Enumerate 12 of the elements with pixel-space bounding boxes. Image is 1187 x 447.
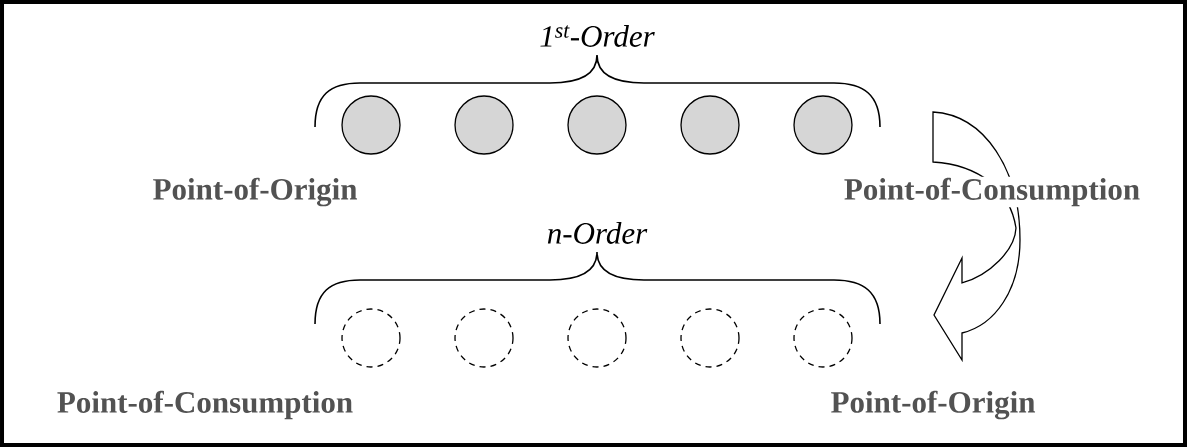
circle: [793, 95, 853, 155]
bracket-label: 1$^{st}$-Order: [538, 24, 656, 48]
circle: [567, 95, 627, 155]
circle: [680, 95, 740, 155]
dashed-circle: [680, 308, 740, 368]
bracket-label: n-Order: [545, 221, 649, 245]
circle: [454, 95, 514, 155]
dashed-circle: [341, 308, 401, 368]
dashed-circle: [793, 308, 853, 368]
circle: [341, 95, 401, 155]
dashed-circle: [567, 308, 627, 368]
dashed-circle: [454, 308, 514, 368]
